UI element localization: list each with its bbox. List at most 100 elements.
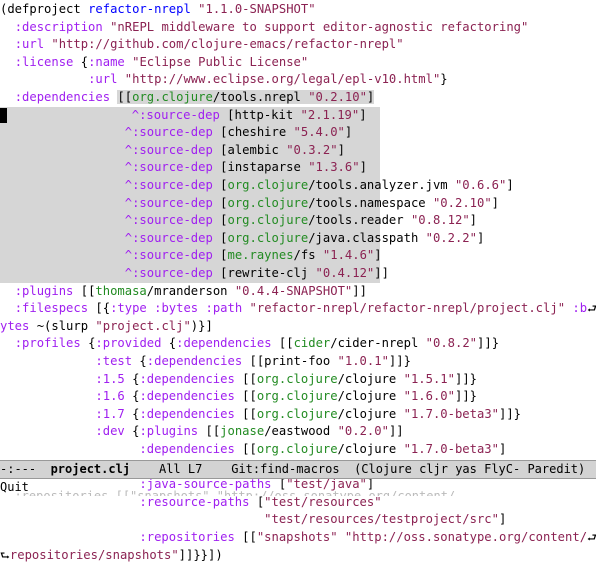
code-line[interactable]: ^:source-dep [org.clojure/tools.namespac… — [0, 194, 499, 213]
code-line[interactable]: :1.7 {:dependencies [[org.clojure/clojur… — [0, 406, 521, 424]
code-token: ]]} — [477, 336, 500, 351]
code-line[interactable]: :dev {:plugins [[jonase/eastwood "0.2.0"… — [0, 423, 403, 441]
code-line[interactable]: :filespecs [{:type :bytes :path "refacto… — [0, 300, 596, 318]
code-line[interactable]: :dependencies [[org.clojure/clojure "1.7… — [0, 441, 506, 459]
code-token: [instaparse — [212, 160, 309, 175]
code-token — [0, 389, 95, 403]
code-line[interactable]: :repositories [["snapshots" "http://oss.… — [0, 529, 596, 547]
code-token: { — [124, 371, 140, 386]
code-line[interactable]: :description "nREPL middleware to suppor… — [0, 19, 529, 37]
code-token: :1.6 — [95, 389, 125, 404]
code-token: repositories/snapshots" — [9, 547, 179, 562]
code-line[interactable]: :test {:dependencies [[print-foo "1.0.1"… — [0, 353, 411, 371]
code-line[interactable]: ^:source-dep [cheshire "5.4.0"] — [0, 124, 380, 142]
code-token: "test/resources" — [264, 494, 382, 509]
code-token: ]]}}]) — [178, 547, 223, 562]
mode-line: -:--- project.clj All L7 Git:find-macros… — [0, 460, 596, 479]
code-token: ] — [337, 142, 345, 157]
modeline-position: All L7 — [158, 462, 203, 476]
code-line[interactable]: ytes ~(slurp "project.clj")}] — [0, 318, 213, 336]
code-token: :repositories — [139, 530, 235, 544]
code-token: [cheshire — [212, 125, 294, 140]
code-token: org.clojure — [256, 406, 338, 421]
code-line[interactable]: :resource-paths ["test/resources" — [0, 494, 382, 512]
code-token: :dependencies — [139, 371, 235, 386]
code-token: )}] — [190, 318, 213, 333]
code-line[interactable]: ⮑repositories/snapshots"]]}}]) — [0, 547, 223, 564]
code-token: /mranderson — [146, 283, 235, 298]
code-line[interactable]: :1.6 {:dependencies [[org.clojure/clojur… — [0, 388, 477, 406]
code-token — [0, 530, 139, 544]
code-line[interactable]: ^:source-dep [org.clojure/tools.reader "… — [0, 212, 477, 230]
code-line[interactable]: ^:source-dep [me.raynes/fs "1.4.6"] — [0, 247, 382, 265]
code-line[interactable]: :url "http://www.eclipse.org/legal/epl-v… — [0, 71, 448, 89]
code-token: "test/resources/testproject/src" — [264, 512, 499, 527]
code-token: /clojure — [337, 389, 404, 404]
code-line[interactable]: ^:source-dep [http-kit "2.1.19"] — [0, 106, 380, 125]
code-token: org.clojure — [256, 371, 338, 386]
modeline-modes[interactable]: (Clojure cljr yas FlyC- Paredit) — [354, 462, 586, 476]
code-token: /java.classpath — [308, 230, 426, 245]
code-token: :1.7 — [95, 406, 125, 421]
code-line[interactable]: :profiles {:provided {:dependencies [[ci… — [0, 335, 499, 353]
code-token: [[ — [234, 530, 257, 544]
code-token — [0, 178, 125, 192]
code-token: ] — [506, 178, 514, 192]
code-token: /tools.nrepl — [212, 90, 309, 104]
code-line[interactable]: ^:source-dep [instaparse "1.3.6"] — [0, 159, 380, 177]
code-line[interactable]: :license {:name "Eclipse Public License" — [0, 54, 309, 72]
code-line[interactable]: :dependencies [[org.clojure/tools.nrepl … — [0, 89, 375, 107]
code-line[interactable]: :plugins [[thomasa/mranderson "0.4.4-SNA… — [0, 283, 367, 301]
code-line[interactable]: :java-source-paths ["test/java"] — [0, 476, 374, 494]
code-token: me.raynes — [227, 248, 294, 263]
code-token: ^:source-dep — [124, 195, 213, 210]
echo-area: Quit :repositories [["snapshots" "http:/… — [0, 478, 596, 496]
code-token: :test — [95, 354, 133, 368]
code-token: /clojure — [337, 371, 404, 386]
code-token — [0, 72, 88, 86]
code-token: ] — [498, 512, 507, 527]
line-wrap-icon: ⮐ — [587, 302, 596, 316]
code-token: refactor-nrepl — [88, 2, 191, 16]
code-token: :path — [205, 301, 243, 316]
code-token: "1.5.1" — [403, 371, 455, 386]
code-token: (defproject — [0, 2, 89, 16]
code-line[interactable]: "test/resources/testproject/src"] — [0, 511, 506, 529]
code-line[interactable]: :url "http://github.com/clojure-emacs/re… — [0, 36, 404, 54]
code-token: :filespecs — [14, 301, 89, 316]
code-line[interactable]: ^:source-dep [alembic "0.3.2"] — [0, 141, 380, 160]
code-token: ]]} — [454, 371, 477, 386]
code-token — [0, 424, 95, 438]
modeline-vcs[interactable]: Git:find-macros — [231, 462, 340, 476]
code-line[interactable]: ^:source-dep [org.clojure/tools.analyzer… — [0, 177, 514, 195]
code-token: "0.8.2" — [425, 336, 478, 351]
code-token: { — [73, 54, 89, 69]
code-token: "2.1.19" — [300, 107, 360, 122]
code-token: "0.4.4-SNAPSHOT" — [234, 283, 353, 298]
code-token: [[ — [73, 283, 96, 298]
code-token: /tools.reader — [308, 213, 411, 228]
code-token: ]] — [352, 283, 367, 298]
code-line[interactable]: ^:source-dep [rewrite-clj "0.4.12"]] — [0, 265, 389, 283]
code-token: "0.2.0" — [337, 424, 389, 439]
code-token: { — [124, 406, 140, 421]
code-token: ]] — [374, 266, 389, 280]
code-line[interactable]: :1.5 {:dependencies [[org.clojure/clojur… — [0, 371, 477, 389]
code-token: [rewrite-clj — [212, 266, 316, 280]
code-token: ] — [477, 230, 485, 245]
code-token — [0, 512, 264, 526]
modeline-buffer-name[interactable]: project.clj — [50, 462, 131, 476]
code-token: :plugins — [139, 424, 199, 439]
code-token — [0, 20, 15, 34]
code-token: "1.1.0-SNAPSHOT" — [198, 2, 316, 16]
code-token: [[ — [234, 442, 257, 456]
code-line[interactable]: ^:source-dep [org.clojure/java.classpath… — [0, 229, 484, 248]
echo-message: Quit — [0, 480, 29, 494]
code-token — [0, 90, 15, 104]
code-token: :url — [88, 72, 118, 87]
code-token: [[ — [234, 389, 257, 404]
code-line[interactable]: (defproject refactor-nrepl "1.1.0-SNAPSH… — [0, 1, 316, 19]
code-token: ] — [374, 248, 382, 263]
code-token — [242, 301, 249, 315]
